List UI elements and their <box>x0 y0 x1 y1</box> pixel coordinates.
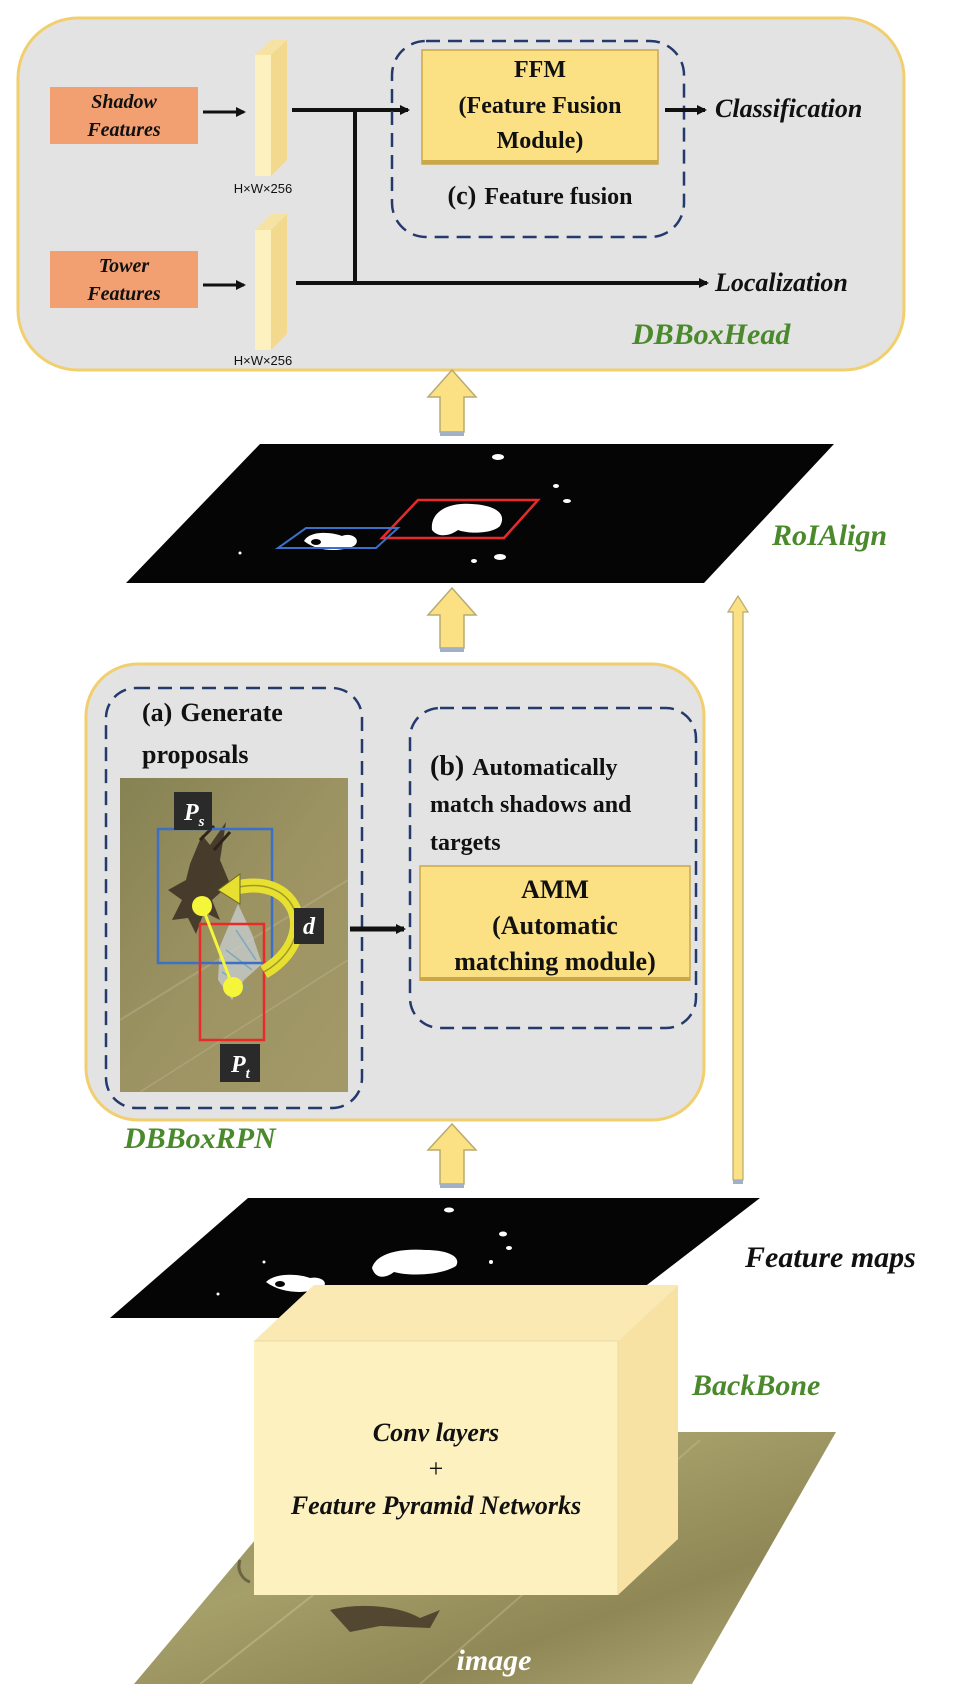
backbone-line3: Feature Pyramid Networks <box>290 1491 581 1520</box>
matching-label-line2: match shadows and <box>430 792 632 818</box>
feature-block-top <box>255 40 287 176</box>
d-label: d <box>303 914 316 940</box>
distance-line <box>200 905 235 988</box>
ffm-line2: (Feature Fusion <box>459 93 622 119</box>
shadow-features-label-line1: Shadow <box>91 91 157 113</box>
matching-prefix: (b) <box>430 751 464 782</box>
feature-fusion-prefix: (c) <box>447 181 476 210</box>
dbboxhead-panel: Shadow Features H×W×256 Tower Features H… <box>16 16 906 372</box>
tower-center-dot <box>223 977 243 997</box>
generate-proposals-prefix: (a) <box>142 698 172 727</box>
generate-proposals-region <box>104 686 364 1110</box>
backbone-title: BackBone <box>691 1369 820 1402</box>
roi-red-box <box>379 498 541 540</box>
matching-text: Automatically <box>472 755 617 781</box>
feature-fusion-region <box>390 39 686 239</box>
backbone-plus: + <box>429 1454 444 1483</box>
ffm-line3: Module) <box>497 128 584 154</box>
feature-fusion-text: Feature fusion <box>484 184 632 210</box>
classification-label: Classification <box>715 94 862 123</box>
tower-features-box: Tower Features <box>50 251 198 308</box>
feature-maps-label: Feature maps <box>744 1241 916 1274</box>
matching-region <box>408 706 698 1030</box>
up-arrow-rpn <box>426 586 478 652</box>
generate-proposals-text: Generate <box>180 698 283 727</box>
shadow-center-dot <box>192 896 212 916</box>
dbboxrpn-panel: (a) Generate proposals <box>84 662 706 1122</box>
feature-fusion-label: (c) Feature fusion <box>447 181 632 210</box>
roi-blue-box <box>274 527 401 549</box>
roialign-label: RoIAlign <box>771 519 887 552</box>
up-arrow-head <box>426 368 478 436</box>
roi-feature-map <box>126 444 834 583</box>
pt-label: Pt <box>230 1052 251 1082</box>
dbboxhead-title: DBBoxHead <box>631 318 791 351</box>
amm-line3: matching module) <box>454 947 656 976</box>
dim-label-bottom: H×W×256 <box>234 353 293 368</box>
dbboxrpn-title: DBBoxRPN <box>123 1122 277 1155</box>
ffm-title: FFM <box>514 57 566 83</box>
dim-label-top: H×W×256 <box>234 181 293 196</box>
skip-connection-arrow <box>726 594 750 1184</box>
backbone-line1: Conv layers <box>373 1418 499 1447</box>
amm-box: AMM (Automatic matching module) <box>419 865 691 981</box>
localization-label: Localization <box>714 268 848 297</box>
matching-label-line1: (b) Automatically <box>430 751 618 782</box>
matching-label-line3: targets <box>430 830 501 856</box>
ps-label: Ps <box>183 800 205 830</box>
generate-proposals-label-line2: proposals <box>142 740 248 769</box>
shadow-features-label-line2: Features <box>86 119 161 141</box>
feature-block-bottom <box>255 214 287 350</box>
amm-title: AMM <box>521 875 589 904</box>
ffm-box: FFM (Feature Fusion Module) <box>421 49 659 165</box>
up-arrow-backbone <box>426 1122 478 1188</box>
aerial-photo: Ps d Pt <box>119 778 349 1093</box>
tower-features-label-line2: Features <box>86 283 161 305</box>
tower-features-label-line1: Tower <box>99 255 150 277</box>
shadow-features-box: Shadow Features <box>50 87 198 144</box>
generate-proposals-label-line1: (a) Generate <box>142 698 283 727</box>
image-label: image <box>457 1644 532 1677</box>
backbone-cuboid: Conv layers + Feature Pyramid Networks <box>254 1285 678 1595</box>
amm-line2: (Automatic <box>492 911 618 940</box>
pt-box <box>198 922 266 1042</box>
